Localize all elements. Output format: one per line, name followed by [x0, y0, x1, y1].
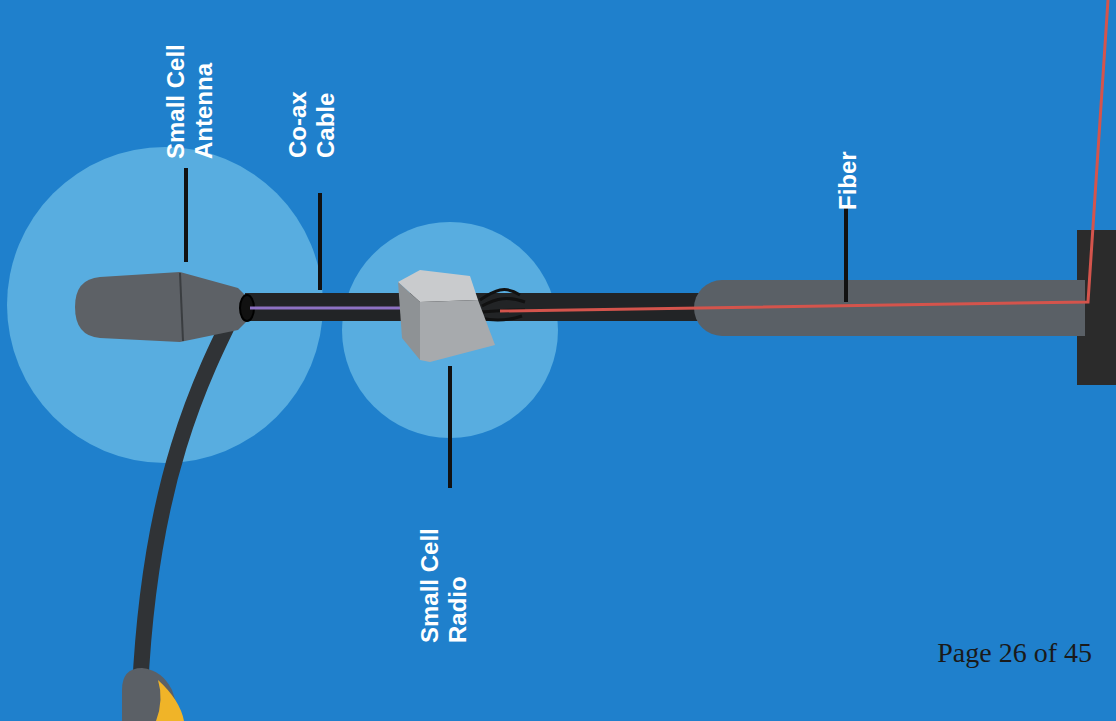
small-cell-radio: [420, 300, 495, 362]
small-cell-antenna: [75, 272, 250, 342]
coax-cable: [250, 307, 405, 310]
part-label: Small Cell Antenna: [162, 9, 217, 159]
pole-curve: [140, 300, 240, 690]
radio-side: [398, 282, 420, 360]
lamp-light: [156, 680, 184, 721]
part-label: Small Cell Radio: [416, 493, 471, 643]
leader-line: [318, 193, 322, 290]
part-label: Fiber: [834, 60, 862, 210]
page-number: Page 26 of 45: [937, 637, 1092, 669]
leader-line: [448, 366, 452, 488]
part-label: Co-ax Cable: [284, 58, 339, 158]
leader-line: [184, 168, 188, 262]
radio-wires: [480, 290, 525, 321]
antenna-seam: [180, 273, 183, 341]
leader-line: [844, 205, 848, 302]
fiber-line: [500, 0, 1108, 311]
